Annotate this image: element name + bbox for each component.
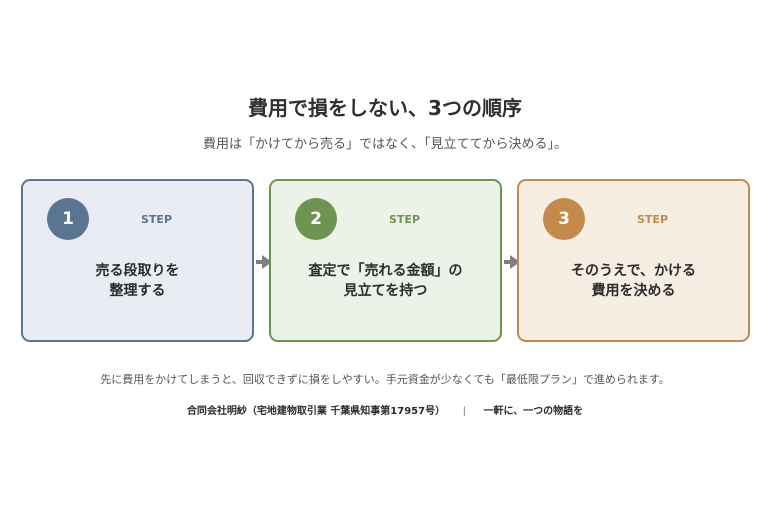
step-text-line1: 査定で「売れる金額」の: [308, 263, 463, 279]
step-label: STEP: [141, 213, 173, 226]
step-number-badge: 2: [295, 198, 337, 240]
page-title: 費用で損をしない、3つの順序: [248, 96, 522, 120]
step-number-badge: 1: [47, 198, 89, 240]
step-card-2: 2 STEP 査定で「売れる金額」の 見立てを持つ: [269, 179, 502, 342]
step-number-badge: 3: [543, 198, 585, 240]
step-text-line1: 売る段取りを: [95, 263, 180, 279]
arrow-right-icon: [504, 255, 520, 269]
step-label: STEP: [637, 213, 669, 226]
arrow-right-icon: [256, 255, 272, 269]
step-text: そのうえで、かける 費用を決める: [519, 261, 748, 301]
step-text-line1: そのうえで、かける: [570, 263, 697, 279]
page-subtitle: 費用は「かけてから売る」ではなく、「見立ててから決める」。: [202, 137, 567, 152]
company-info: 合同会社明紗（宅地建物取引業 千葉県知事第17957号）: [186, 406, 446, 417]
explanatory-note: 先に費用をかけてしまうと、回収できずに損をしやすい。手元資金が少なくても「最低限…: [100, 373, 670, 386]
step-label: STEP: [389, 213, 421, 226]
step-text-line2: 整理する: [109, 283, 166, 299]
footer-separator: |: [462, 406, 466, 417]
footer: 合同会社明紗（宅地建物取引業 千葉県知事第17957号） | 一軒に、一つの物語…: [0, 402, 770, 417]
step-text: 査定で「売れる金額」の 見立てを持つ: [271, 261, 500, 301]
tagline: 一軒に、一つの物語を: [483, 406, 584, 417]
step-text-line2: 費用を決める: [591, 283, 676, 299]
step-text: 売る段取りを 整理する: [23, 261, 252, 301]
step-card-1: 1 STEP 売る段取りを 整理する: [21, 179, 254, 342]
step-text-line2: 見立てを持つ: [343, 283, 428, 299]
step-card-3: 3 STEP そのうえで、かける 費用を決める: [517, 179, 750, 342]
